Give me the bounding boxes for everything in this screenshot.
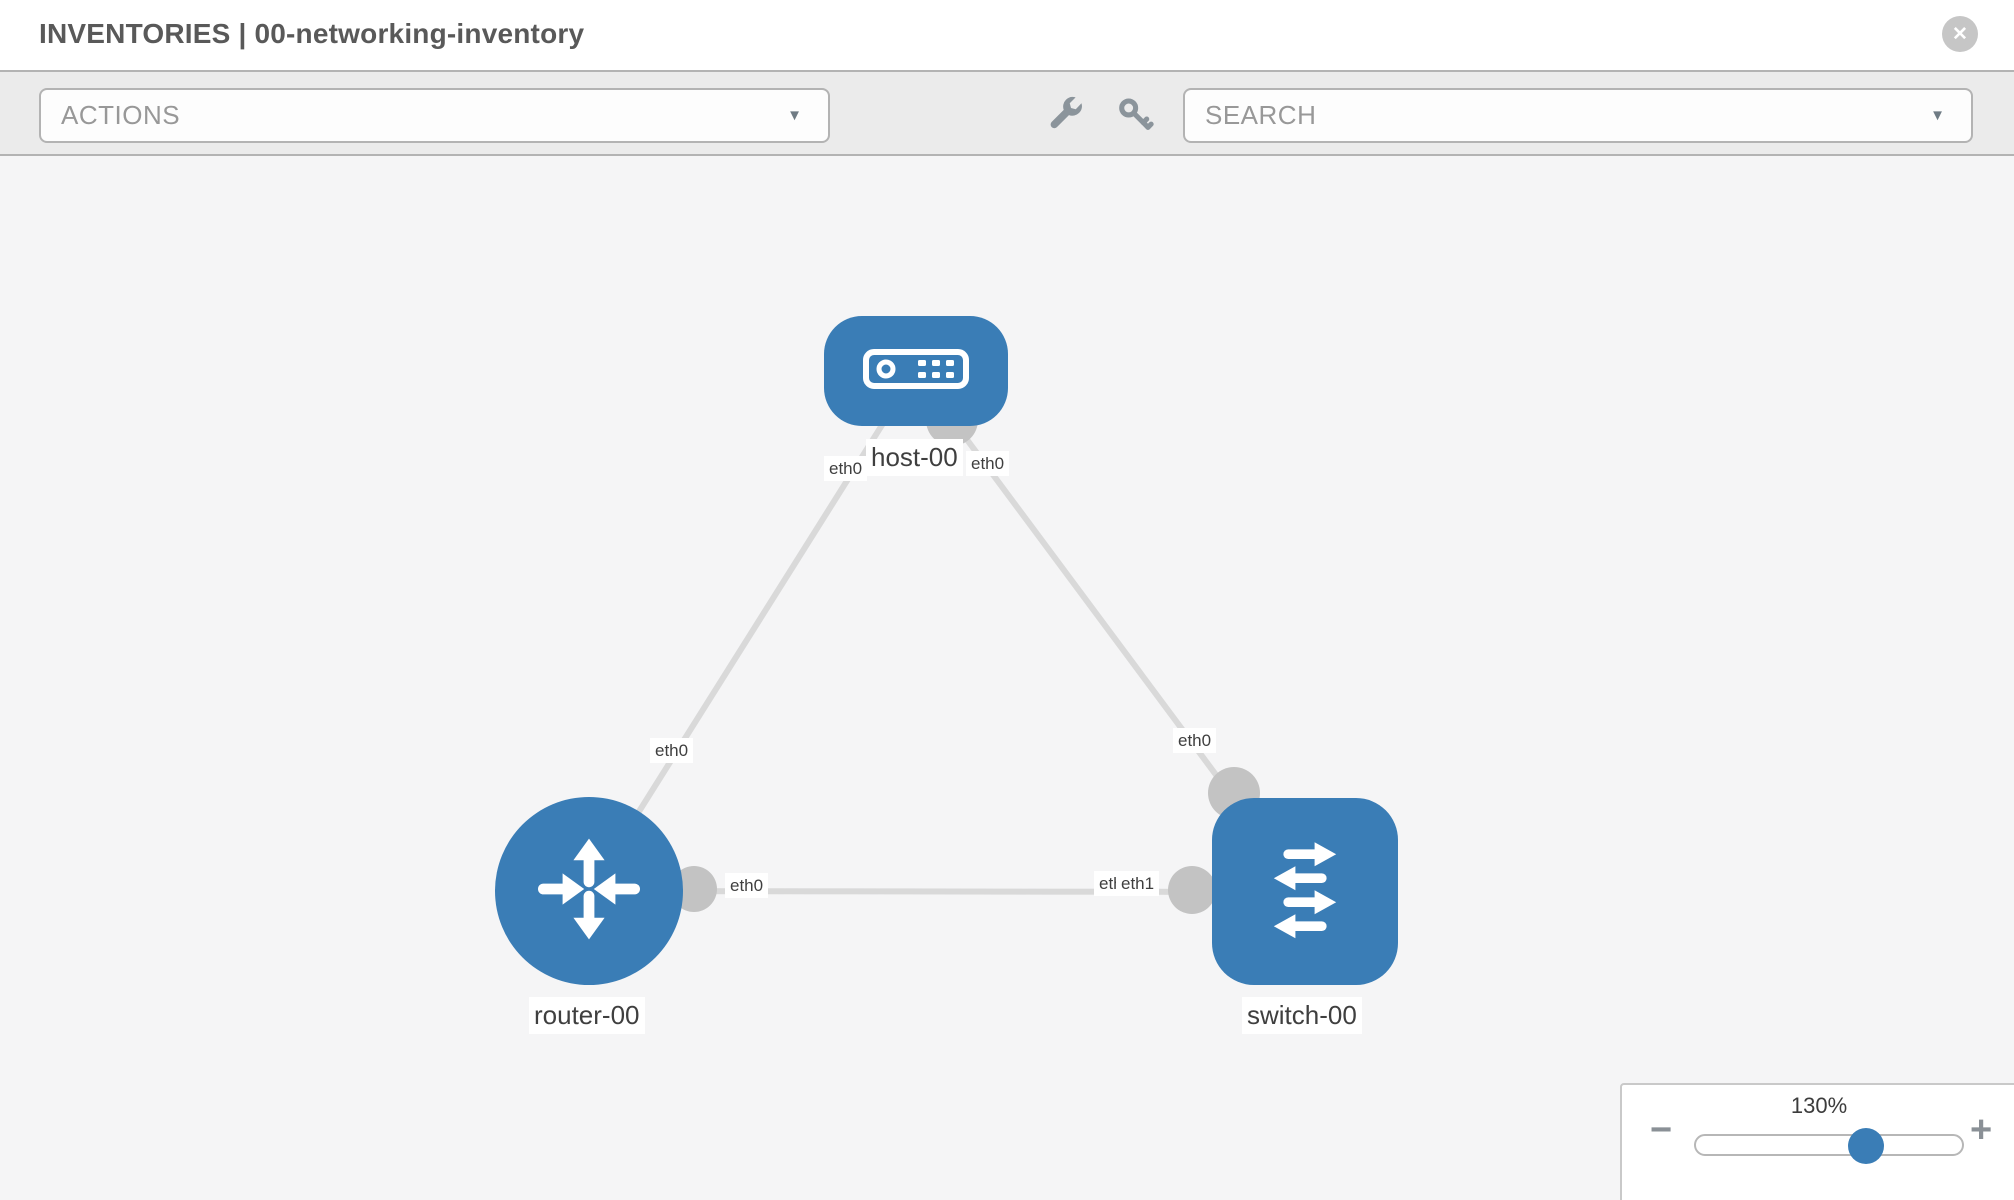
router-arrows-icon (529, 829, 649, 954)
search-dropdown-label: SEARCH (1205, 100, 1317, 130)
zoom-in-button[interactable]: + (1970, 1109, 1993, 1151)
close-button[interactable]: ✕ (1942, 16, 1978, 52)
zoom-slider-track[interactable] (1694, 1128, 1964, 1164)
interface-label-host-right: eth0 (966, 451, 1010, 477)
interface-label-router-right: eth0 (725, 873, 769, 899)
header-divider (0, 70, 2014, 72)
node-label-router: router-00 (529, 997, 645, 1034)
page-title: INVENTORIES | 00-networking-inventory (39, 18, 585, 49)
interface-dot-switch-left[interactable] (1168, 866, 1216, 914)
chevron-down-icon: ▼ (1930, 107, 1945, 124)
header-bar: INVENTORIES | 00-networking-inventory ✕ (0, 0, 2014, 70)
actions-dropdown[interactable]: ACTIONS ▼ (39, 88, 830, 143)
toolbar: ACTIONS ▼ SEARCH ▼ (0, 72, 2014, 154)
toolbar-divider (0, 154, 2014, 156)
zoom-level-readout: 130% (1790, 1093, 1848, 1118)
switch-arrows-icon (1245, 829, 1365, 954)
interface-label-host-left: eth0 (824, 456, 868, 482)
node-host-00[interactable] (824, 316, 1008, 426)
zoom-slider-thumb[interactable] (1848, 1128, 1884, 1164)
node-switch-00[interactable] (1212, 798, 1398, 985)
key-icon[interactable] (1116, 95, 1154, 133)
node-label-switch: switch-00 (1242, 997, 1362, 1034)
actions-dropdown-label: ACTIONS (61, 100, 181, 130)
host-server-icon (862, 348, 970, 395)
node-router-00[interactable] (495, 797, 683, 985)
topology-canvas[interactable] (0, 156, 2014, 1200)
chevron-down-icon: ▼ (787, 107, 802, 124)
search-dropdown[interactable]: SEARCH ▼ (1183, 88, 1973, 143)
node-label-host: host-00 (866, 439, 963, 476)
interface-label-router-top: eth0 (650, 738, 694, 764)
interface-label-switch-left-eth1: eth1 (1116, 871, 1160, 897)
interface-label-switch-top: eth0 (1173, 728, 1217, 754)
wrench-icon[interactable] (1046, 95, 1084, 133)
close-icon: ✕ (1952, 23, 1968, 45)
zoom-out-button[interactable]: − (1650, 1109, 1673, 1151)
zoom-panel: 130% − + (1620, 1083, 2014, 1200)
